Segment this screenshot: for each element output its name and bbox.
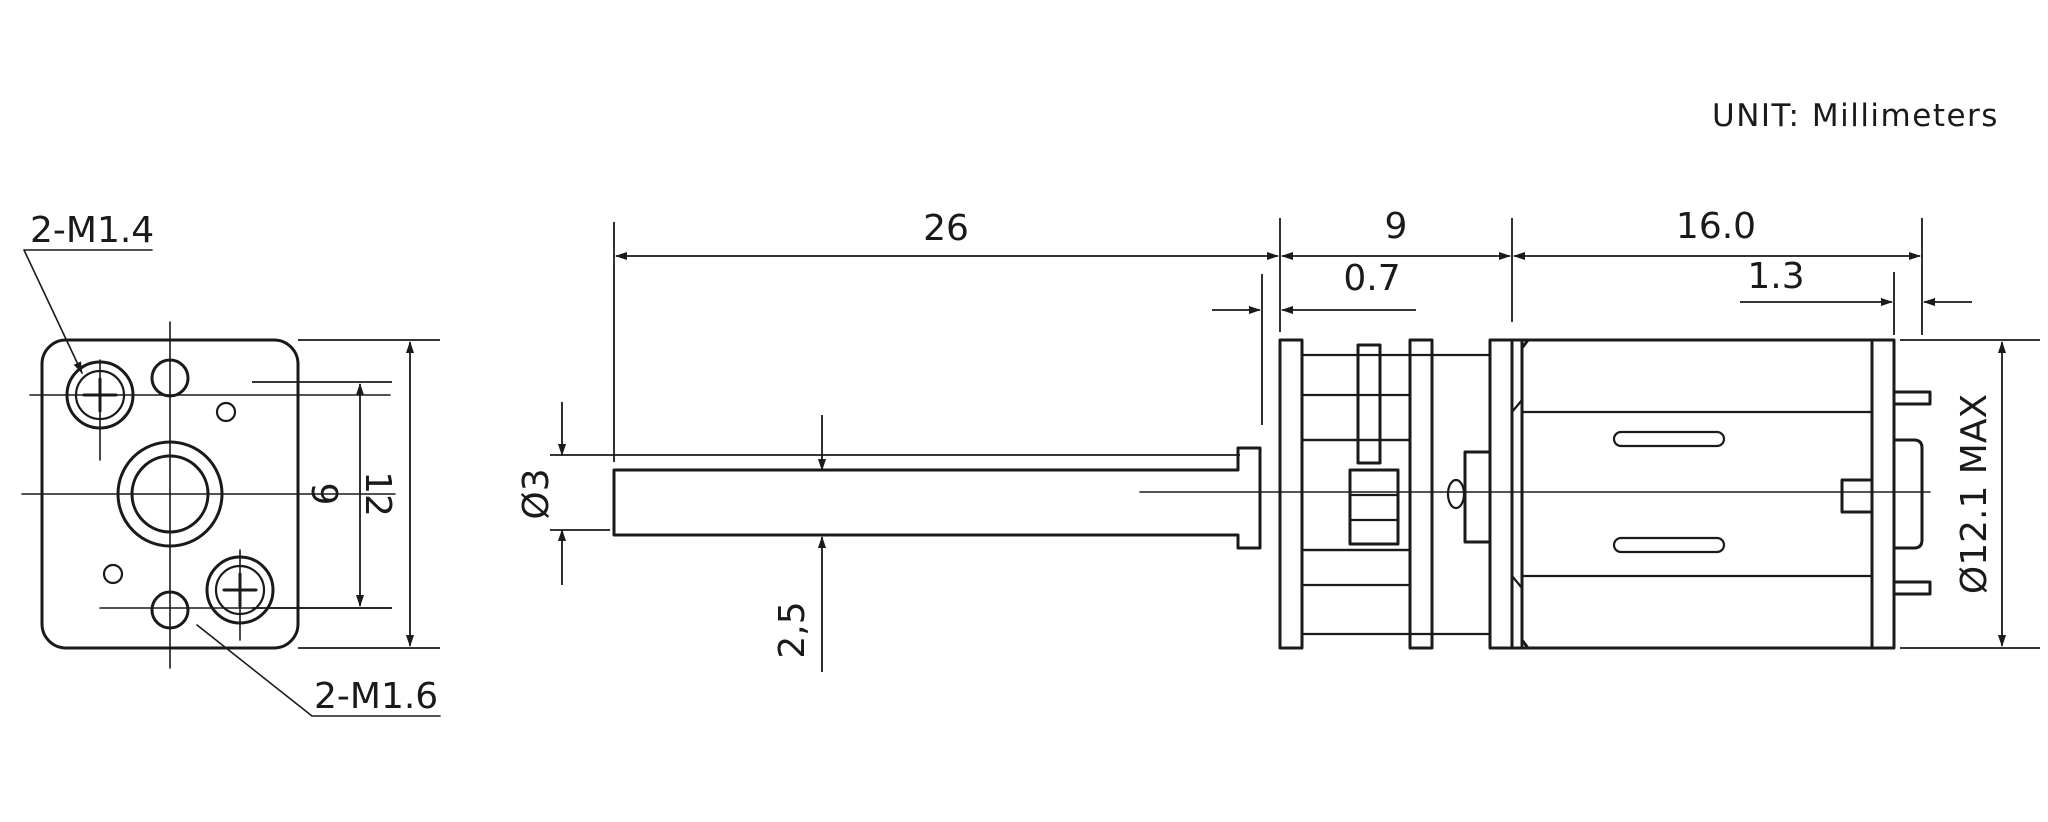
thread-label-top: 2-M1.4 — [30, 210, 154, 251]
phillips-cross-icon — [222, 572, 258, 608]
screw-head-top — [65, 360, 135, 430]
small-hole-top — [215, 401, 237, 423]
dim-shaft-length: 26 — [923, 208, 969, 249]
output-boss — [116, 440, 224, 548]
terminal-bottom — [1892, 580, 1932, 596]
output-shaft — [612, 446, 1262, 550]
dim-flange-gap: 0.7 — [1343, 258, 1400, 299]
dim-9-front: 9 — [303, 483, 344, 506]
hole-top — [150, 358, 190, 398]
dim-12-front: 12 — [357, 471, 398, 517]
front-gear-plate — [1278, 338, 1304, 650]
motor-slot-bottom — [1612, 536, 1726, 554]
front-view: 2-M1.4 2-M1.6 9 12 — [21, 210, 441, 717]
dim-motor-diameter: Ø12.1 MAX — [1954, 394, 1995, 594]
middle-gear-plate — [1408, 338, 1434, 650]
pinion-gear — [1463, 450, 1492, 544]
unit-label: UNIT: Millimeters — [1712, 98, 1999, 134]
leader-bottom — [196, 624, 441, 717]
end-cap — [1870, 338, 1896, 650]
rear-gear-plate — [1488, 338, 1514, 650]
terminal-top — [1892, 390, 1932, 406]
leader-top — [23, 249, 153, 373]
phillips-cross-icon — [82, 377, 118, 413]
brush-cover — [1892, 438, 1924, 550]
side-view: 26 9 16.0 0.7 1.3 Ø3 2,5 Ø12.1 MAX — [516, 206, 2040, 672]
motor-can — [1520, 338, 1874, 650]
gear-tooth — [1356, 343, 1382, 465]
hole-bottom — [150, 590, 190, 630]
thread-label-bottom: 2-M1.6 — [314, 676, 438, 717]
dim-gearbox-length: 9 — [1385, 206, 1408, 247]
spur-gear — [1348, 468, 1400, 546]
dim-motor-length: 16.0 — [1676, 206, 1756, 247]
small-hole-bottom — [102, 563, 124, 585]
dim-terminal-offset: 1.3 — [1747, 256, 1804, 297]
dim-shaft-flat: 2,5 — [772, 601, 813, 658]
motor-slot-top — [1612, 430, 1726, 448]
output-bore — [130, 454, 210, 534]
screw-head-bottom — [205, 555, 275, 625]
dim-shaft-diameter: Ø3 — [516, 468, 557, 519]
